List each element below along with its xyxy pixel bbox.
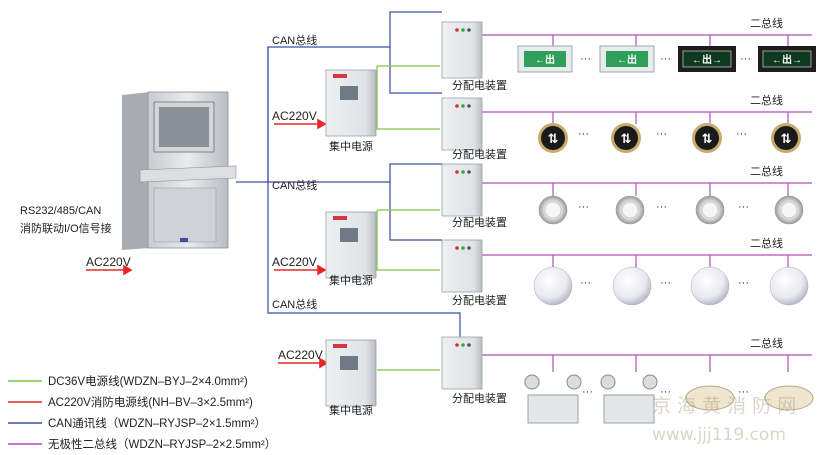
central-power-label: 集中电源 — [329, 139, 373, 153]
ellipsis: ··· — [580, 277, 591, 289]
ac220v-label: AC220V — [278, 348, 323, 362]
central-power-supply-2 — [325, 211, 377, 279]
ellipsis: ··· — [736, 128, 747, 140]
ellipsis: ··· — [656, 128, 667, 140]
ac220v-label: AC220V — [272, 255, 317, 269]
distribution-device-2 — [441, 97, 483, 151]
watermark: 京 海 黄 消 防 网 www.jjj119.com — [652, 395, 796, 445]
ellipsis: ··· — [740, 53, 751, 65]
downlight-icon — [695, 195, 725, 225]
svg-text:⇅: ⇅ — [621, 131, 632, 146]
distribution-device-label: 分配电装置 — [452, 392, 507, 405]
direction-indicator-icon: ⇅ — [771, 123, 801, 153]
svg-text:⇅: ⇅ — [702, 131, 713, 146]
ellipsis: ··· — [660, 53, 671, 65]
interface-label: RS232/485/CAN — [20, 205, 101, 217]
ellipsis: ··· — [738, 386, 749, 398]
direction-indicator-icon: ⇅ — [611, 123, 641, 153]
legend-ac220v-label: AC220V消防电源线(NH–BV–3×2.5mm²) — [48, 395, 253, 409]
ceiling-emergency-light-icon — [685, 385, 735, 411]
ellipsis: ··· — [738, 277, 749, 289]
svg-text:⇅: ⇅ — [781, 131, 792, 146]
can-bus-wires — [236, 11, 461, 340]
can-bus-label: CAN总线 — [272, 297, 317, 311]
direction-indicator-icon: ⇅ — [692, 123, 722, 153]
can-bus-label: CAN总线 — [272, 33, 317, 47]
ceiling-emergency-light-icon — [764, 385, 814, 411]
globe-light-row — [533, 266, 809, 306]
distribution-device-4 — [441, 239, 483, 293]
ac220v-label: AC220V — [272, 109, 317, 123]
ellipsis: ··· — [580, 53, 591, 65]
watermark-url: www.jjj119.com — [652, 425, 786, 445]
distribution-device-1 — [441, 21, 483, 79]
globe-light-icon — [690, 266, 730, 306]
downlight-icon — [774, 195, 804, 225]
legend-can-label: CAN通讯线（WDZN–RYJSP–2×1.5mm²） — [48, 416, 266, 430]
interface-label: 消防联动I/O信号接 — [20, 221, 112, 235]
monitoring-host-cabinet — [122, 91, 237, 250]
svg-text:⇅: ⇅ — [548, 131, 559, 146]
two-bus-wires — [482, 34, 812, 372]
distribution-device-3 — [441, 163, 483, 217]
downlight-icon — [615, 195, 645, 225]
two-bus-label: 二总线 — [750, 164, 783, 178]
direction-indicator-row: ⇅ ⇅ ⇅ ⇅ — [538, 123, 801, 153]
exit-sign-icon: ←出 — [517, 45, 573, 73]
two-bus-label: 二总线 — [750, 336, 783, 350]
emergency-light-row — [524, 374, 814, 424]
globe-light-icon — [769, 266, 809, 306]
ellipsis: ··· — [656, 201, 667, 213]
two-bus-label: 二总线 — [750, 93, 783, 107]
exit-sign-row: ←出 ←出 ←出→ ←出→ — [517, 45, 816, 73]
central-power-label: 集中电源 — [329, 403, 373, 417]
ellipsis: ··· — [660, 386, 671, 398]
downlight-icon — [538, 195, 568, 225]
watermark-title: 京 海 黄 消 防 网 — [652, 395, 796, 417]
ellipsis: ··· — [578, 201, 589, 213]
svg-text:←出: ←出 — [617, 53, 637, 66]
ellipsis: ··· — [738, 201, 749, 213]
central-power-supply-3 — [325, 339, 377, 407]
central-power-label: 集中电源 — [329, 273, 373, 287]
exit-sign-icon: ←出→ — [678, 46, 736, 72]
two-bus-label: 二总线 — [750, 236, 783, 250]
distribution-device-label: 分配电装置 — [452, 294, 507, 307]
distribution-device-label: 分配电装置 — [452, 216, 507, 229]
exit-sign-icon: ←出 — [599, 45, 655, 73]
exit-sign-icon: ←出→ — [758, 46, 816, 72]
globe-light-icon — [612, 266, 652, 306]
legend: DC36V电源线(WDZN–BYJ–2×4.0mm²) AC220V消防电源线(… — [8, 374, 276, 451]
two-bus-label: 二总线 — [750, 16, 783, 30]
svg-text:←出→: ←出→ — [692, 53, 722, 66]
distribution-device-label: 分配电装置 — [452, 148, 507, 161]
legend-dc36v-label: DC36V电源线(WDZN–BYJ–2×4.0mm²) — [48, 374, 248, 388]
twin-head-emergency-light-icon — [524, 374, 582, 424]
ellipsis: ··· — [578, 128, 589, 140]
can-bus-label: CAN总线 — [272, 178, 317, 192]
central-power-supply-1 — [325, 69, 377, 137]
distribution-device-label: 分配电装置 — [452, 79, 507, 92]
ellipsis: ··· — [582, 386, 593, 398]
ellipsis: ··· — [660, 277, 671, 289]
distribution-devices — [441, 21, 483, 390]
globe-light-icon — [533, 266, 573, 306]
svg-text:←出→: ←出→ — [772, 53, 802, 66]
distribution-device-5 — [441, 336, 483, 390]
svg-text:←出: ←出 — [535, 53, 555, 66]
twin-head-emergency-light-icon — [600, 374, 658, 424]
dc36v-power-wires — [376, 65, 440, 371]
diagram-labels: CAN总线 CAN总线 CAN总线 AC220V AC220V AC220V A… — [20, 16, 783, 417]
legend-two-bus-label: 无极性二总线（WDZN–RYJSP–2×2.5mm²） — [48, 437, 276, 451]
ac220v-label: AC220V — [86, 255, 131, 269]
direction-indicator-icon: ⇅ — [538, 123, 568, 153]
downlight-row — [538, 195, 804, 225]
ac220v-input-arrows — [86, 118, 329, 369]
